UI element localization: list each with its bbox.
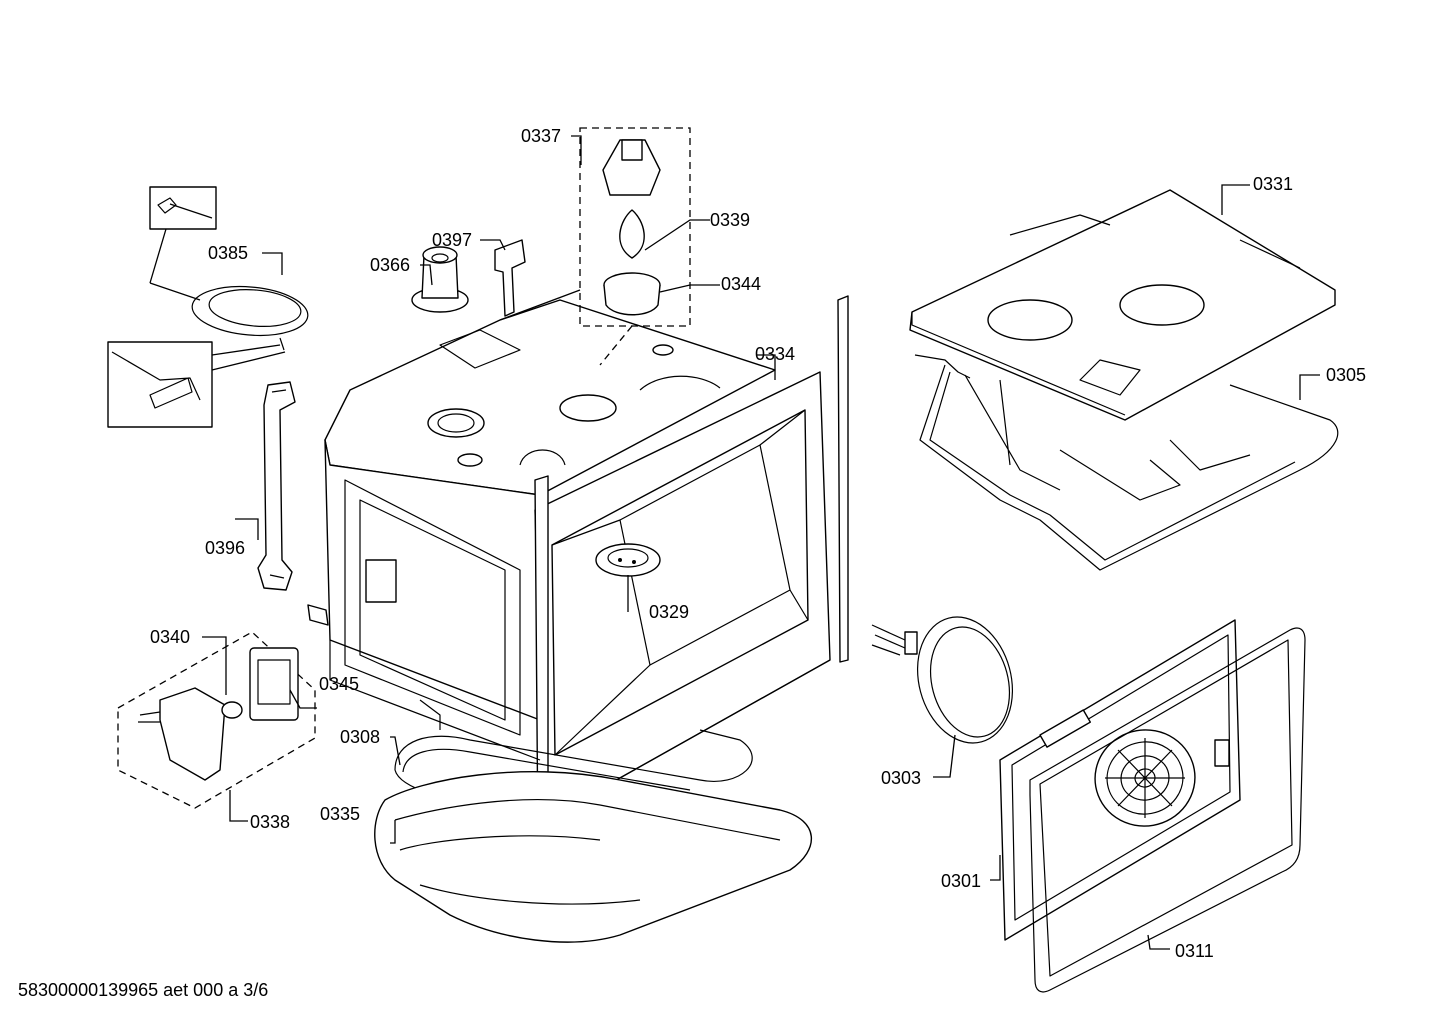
- gasket-0311: [1029, 627, 1306, 993]
- thermostat-body: [159, 687, 226, 781]
- fitting-0366: [411, 246, 469, 313]
- part-label-0397: 0397: [432, 230, 472, 250]
- lamp-socket: [602, 139, 661, 196]
- part-label-0345: 0345: [319, 674, 359, 694]
- part-label-0311: 0311: [1175, 941, 1214, 961]
- leader-lines: [202, 135, 1320, 950]
- part-label-0301: 0301: [941, 871, 981, 891]
- top-cover-0331: [909, 189, 1336, 421]
- part-label-0396: 0396: [205, 538, 245, 558]
- lamp-assembly-0337: [499, 127, 691, 366]
- part-label-0339: 0339: [710, 210, 750, 230]
- bracket-0396: [257, 381, 296, 591]
- insulation-0335: [374, 771, 813, 943]
- grill-0305: [914, 354, 1339, 571]
- lamp-assembly-frame: [579, 127, 691, 327]
- part-label-0385: 0385: [208, 243, 248, 263]
- back-panel-0301: [999, 619, 1241, 941]
- part-label-0303: 0303: [881, 768, 921, 788]
- lamp-cover-0345: [249, 647, 299, 721]
- part-label-0366: 0366: [370, 255, 410, 275]
- cable-0385-group: [107, 186, 309, 428]
- document-footer-code: 58300000139965 aet 000 a 3/6: [18, 980, 269, 1000]
- part-label-0334: 0334: [755, 344, 795, 364]
- fan-cover-0329: [595, 543, 661, 577]
- lamp-bulb-0339: [619, 209, 645, 259]
- part-label-0337: 0337: [521, 126, 561, 146]
- cable-coil: [191, 285, 309, 337]
- part-label-0329: 0329: [649, 602, 689, 622]
- part-label-0331: 0331: [1253, 174, 1293, 194]
- part-label-0335: 0335: [320, 804, 360, 824]
- lamp-0340: [221, 701, 243, 719]
- part-label-0308: 0308: [340, 727, 380, 747]
- part-label-0344: 0344: [721, 274, 761, 294]
- part-label-0340: 0340: [150, 627, 190, 647]
- part-labels: 0337 0339 0344 0397 0366 0385 0334 0331 …: [150, 126, 1366, 961]
- cable-sensor-inset: [107, 341, 213, 428]
- circular-heater-0303: [871, 616, 1014, 744]
- thermostat-0338: [117, 631, 316, 809]
- part-label-0338: 0338: [250, 812, 290, 832]
- bracket-0397: [494, 239, 526, 317]
- part-label-0305: 0305: [1326, 365, 1366, 385]
- oven-cavity-0334: [307, 295, 849, 846]
